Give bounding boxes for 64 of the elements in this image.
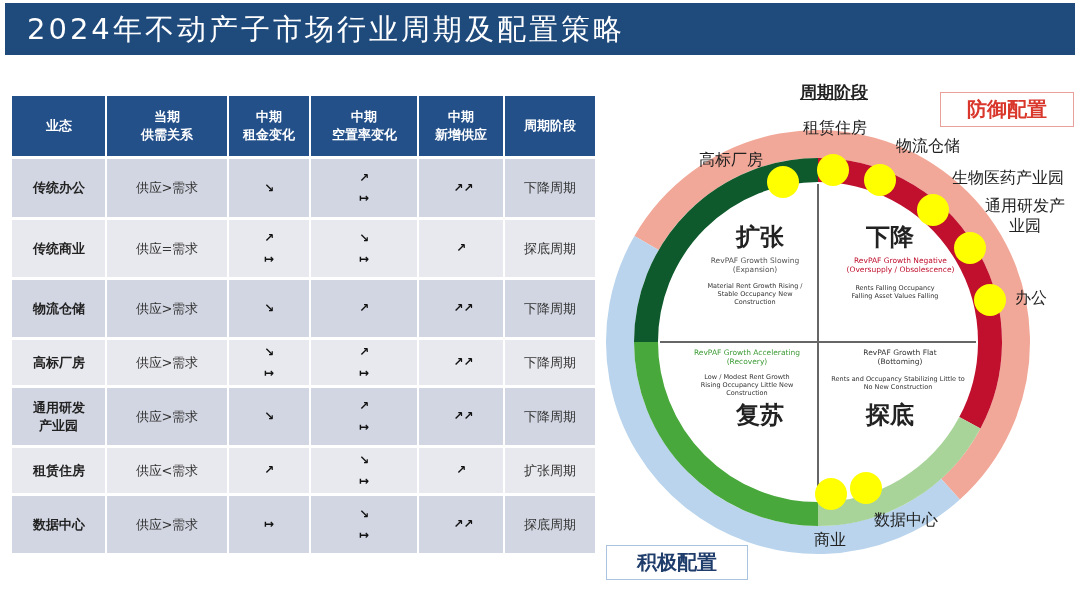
table-cell: ↗ [311,280,417,337]
quadrant-title: 下降 [865,222,915,252]
table-cell: 供应>需求 [107,340,227,385]
table-cell: ↗ ↦ [311,388,417,445]
table-cell: ↘ [229,280,309,337]
table-cell: ↗↗ [419,340,503,385]
table-cell: ↦ [229,496,309,553]
table-cell: ↗↗ [419,159,503,217]
table-cell: ↘ [229,159,309,217]
row-header-cell: 物流仓储 [12,280,105,337]
table-header-cell: 中期空置率变化 [311,96,417,156]
table-cell: ↘ [229,388,309,445]
table-cell: 下降周期 [505,280,595,337]
table-header-cell: 中期租金变化 [229,96,309,156]
table-header-cell: 当期供需关系 [107,96,227,156]
table-cell: ↗↗ [419,496,503,553]
table-cell: ↗ [419,220,503,277]
table-cell: ↘ ↦ [311,220,417,277]
page-title: 2024年不动产子市场行业周期及配置策略 [5,3,1075,55]
sector-label: 生物医药产业园 [951,168,1065,188]
table-cell: 下降周期 [505,388,595,445]
table-cell: ↗↗ [419,388,503,445]
table-cell: ↗ ↦ [311,159,417,217]
quadrant-title: 探底 [864,400,915,430]
sector-label: 办公 [1014,288,1048,308]
table-cell: ↗ [229,448,309,493]
table-cell: ↗ ↦ [311,340,417,385]
strategy-tag: 防御配置 [940,92,1074,127]
table-cell: ↘ ↦ [311,448,417,493]
table-cell: 下降周期 [505,340,595,385]
table-cell: 供应>需求 [107,159,227,217]
table-cell: 扩张周期 [505,448,595,493]
sector-label: 高标厂房 [698,150,764,170]
table-cell: ↗ [419,448,503,493]
sector-label: 商业 [813,530,847,550]
row-header-cell: 传统办公 [12,159,105,217]
sector-label: 租赁住房 [802,118,868,138]
table-cell: ↘ ↦ [311,496,417,553]
table-header-cell: 业态 [12,96,105,156]
sector-label: 数据中心 [873,510,939,530]
table-cell: ↗↗ [419,280,503,337]
table-cell: 探底周期 [505,496,595,553]
section-heading: 周期阶段 [799,82,869,104]
row-header-cell: 租赁住房 [12,448,105,493]
table-cell: ↘ ↦ [229,340,309,385]
sector-label: 物流仓储 [895,136,961,156]
table-cell: 探底周期 [505,220,595,277]
table-cell: 供应<需求 [107,448,227,493]
row-header-cell: 通用研发产业园 [12,388,105,445]
table-cell: 供应>需求 [107,388,227,445]
table-header-cell: 周期阶段 [505,96,595,156]
quadrant-title: 扩张 [734,222,785,252]
table-header-cell: 中期新增供应 [419,96,503,156]
strategy-tag: 积极配置 [606,545,748,580]
row-header-cell: 高标厂房 [12,340,105,385]
table-cell: 供应=需求 [107,220,227,277]
row-header-cell: 数据中心 [12,496,105,553]
table-cell: 供应>需求 [107,280,227,337]
table-cell: ↗ ↦ [229,220,309,277]
row-header-cell: 传统商业 [12,220,105,277]
table-cell: 供应>需求 [107,496,227,553]
table-cell: 下降周期 [505,159,595,217]
sector-label: 通用研发产业园 [985,196,1065,236]
quadrant-title: 复苏 [735,400,785,430]
